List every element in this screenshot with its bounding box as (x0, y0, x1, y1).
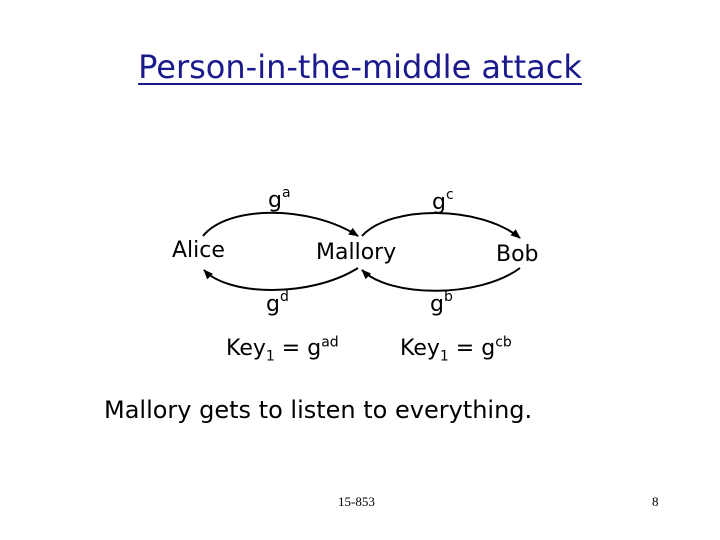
key-exponent: cb (495, 334, 512, 351)
key-equals: = g (448, 336, 496, 361)
key-exponent: ad (321, 334, 339, 351)
message-base: g (430, 292, 444, 317)
message-g-d: gd (266, 288, 289, 317)
footer-page-number: 8 (652, 494, 659, 509)
message-exponent: c (445, 186, 454, 203)
arrow-mallory-to-bob (361, 212, 521, 239)
arrow-mallory-to-alice (203, 267, 359, 291)
arrow-alice-to-mallory (202, 211, 359, 237)
key-prefix: Key (400, 336, 440, 361)
message-g-a: ga (268, 184, 291, 213)
key-equals: = g (274, 336, 322, 361)
slide-title-text: Person-in-the-middle attack (138, 48, 582, 86)
message-base: g (266, 292, 280, 317)
message-base: g (432, 190, 446, 215)
key-left: Key1 = gad (226, 334, 339, 365)
arrow-bob-to-mallory (361, 267, 521, 292)
bob-label: Bob (496, 242, 539, 267)
message-base: g (268, 188, 282, 213)
slide-title: Person-in-the-middle attack (0, 48, 720, 86)
message-exponent: a (281, 184, 291, 201)
caption: Mallory gets to listen to everything. (104, 396, 533, 424)
key-subscript: 1 (265, 348, 275, 365)
key-subscript: 1 (439, 348, 449, 365)
mallory-label: Mallory (316, 240, 397, 265)
key-prefix: Key (226, 336, 266, 361)
alice-label: Alice (172, 238, 225, 263)
message-g-c: gc (432, 186, 454, 215)
footer-course: 15-853 (338, 494, 375, 509)
message-exponent: d (279, 288, 289, 305)
message-exponent: b (443, 288, 453, 305)
key-right: Key1 = gcb (400, 334, 512, 365)
message-g-b: gb (430, 288, 453, 317)
